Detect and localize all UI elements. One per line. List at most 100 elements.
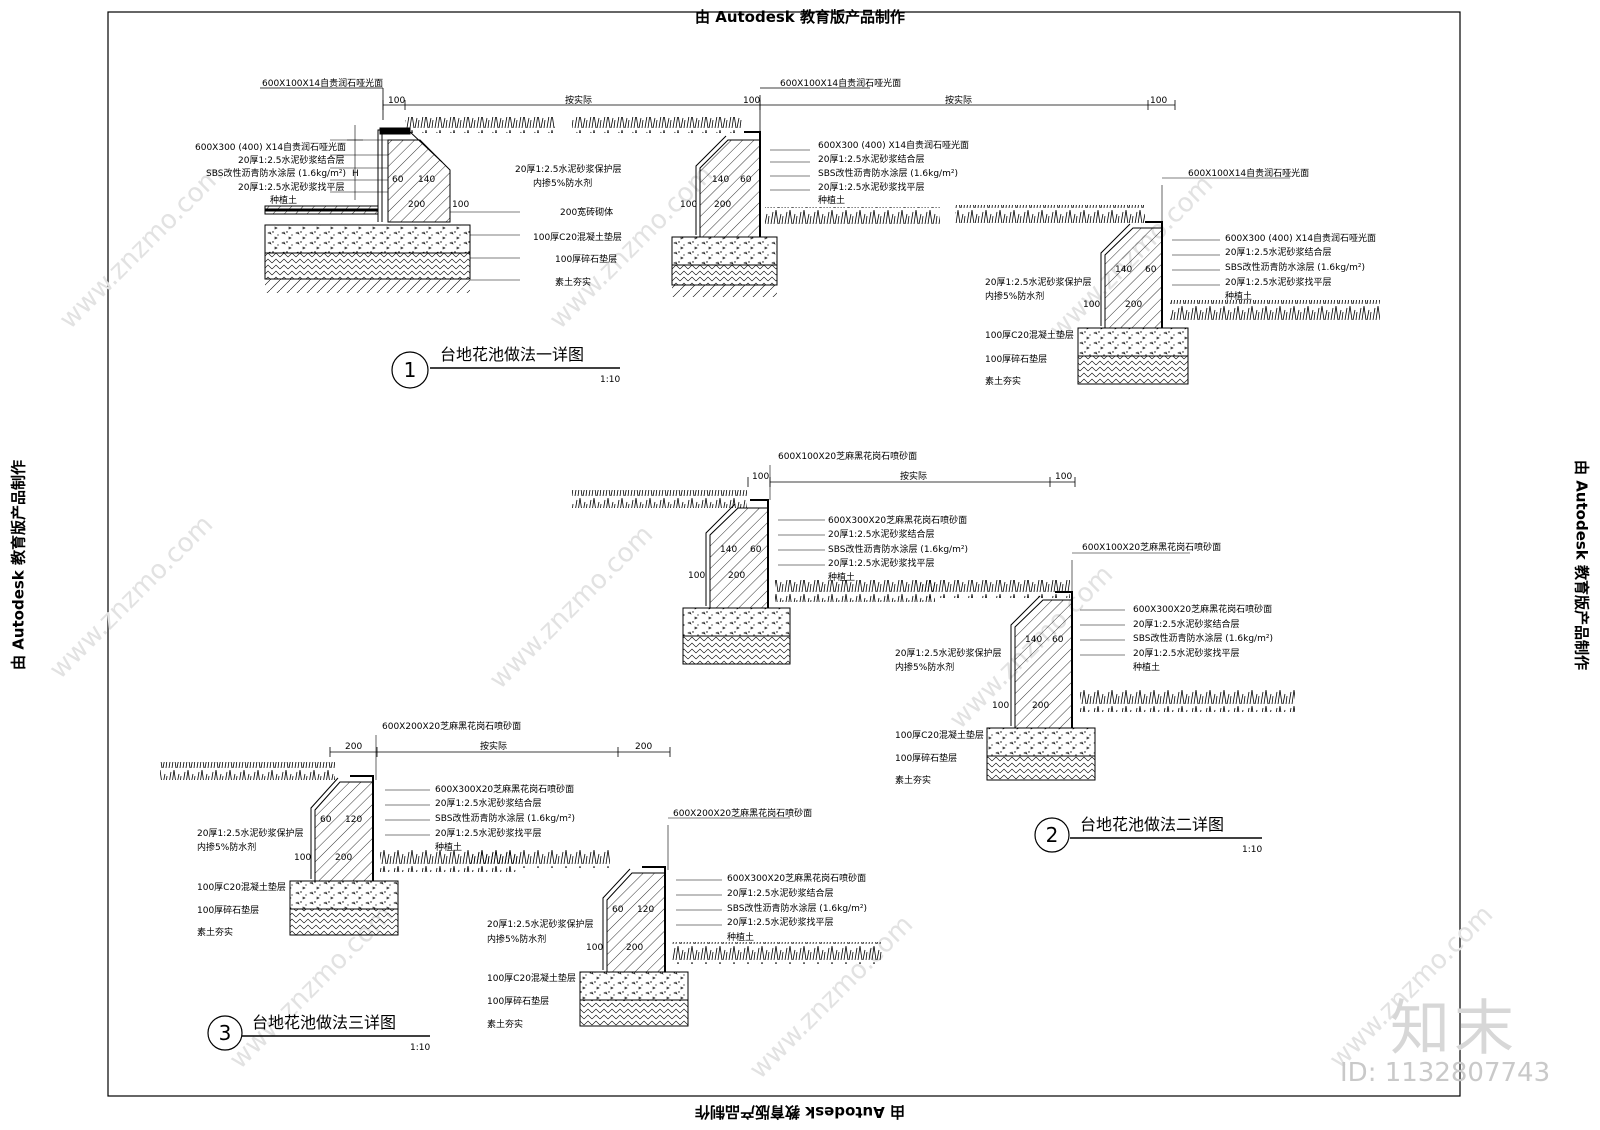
layer-label: 20厚1:2.5水泥砂浆找平层 <box>727 916 834 928</box>
layer-label: 内掺5%防水剂 <box>487 933 546 945</box>
layer-label: 种植土 <box>828 571 855 583</box>
base-label: 100厚碎石垫层 <box>555 253 617 265</box>
base-label: 素土夯实 <box>487 1018 523 1030</box>
layer-label: 20厚1:2.5水泥砂浆结合层 <box>435 797 542 809</box>
wall-dim: 200 <box>1032 701 1049 711</box>
detail-2-lower <box>920 552 1295 781</box>
wall-dim: 100 <box>294 853 311 863</box>
title-2: 2 台地花池做法二详图 1:10 <box>1034 815 1262 855</box>
layer-label: 600X300 (400) X14自贵润石哑光面 <box>1225 232 1376 244</box>
layer-label: 20厚1:2.5水泥砂浆保护层 <box>487 918 594 930</box>
layer-label: 种植土 <box>1225 290 1252 302</box>
layer-label: 20厚1:2.5水泥砂浆保护层 <box>895 647 1002 659</box>
layer-label: 内掺5%防水剂 <box>895 661 954 673</box>
layer-label: SBS改性沥青防水涂层 (1.6kg/m²) <box>828 543 968 555</box>
detail-1-right <box>955 177 1380 385</box>
detail-2-upper-labels: 600X100X20芝麻黑花岗石喷砂面 100 按实际 100 600X300X… <box>688 450 1072 583</box>
title-scale: 1:10 <box>410 1043 430 1053</box>
wall-dim: 100 <box>452 200 469 210</box>
layer-label: 20厚1:2.5水泥砂浆保护层 <box>515 163 622 175</box>
dim-width: 按实际 <box>565 94 592 106</box>
detail-1-mid <box>572 87 940 297</box>
wall-dim: 140 <box>712 175 729 185</box>
detail-3-right-labels: 600X200X20芝麻黑花岗石喷砂面 600X300X20芝麻黑花岗石喷砂面 … <box>487 807 867 1030</box>
title-number: 3 <box>219 1021 232 1045</box>
autodesk-stamp-bottom: 由 Autodesk 教育版产品制作 <box>694 1103 906 1121</box>
wall-dim: 140 <box>1025 635 1042 645</box>
layer-label: SBS改性沥青防水涂层 (1.6kg/m²) <box>1133 632 1273 644</box>
title-3: 3 台地花池做法三详图 1:10 <box>207 1013 430 1053</box>
cap-label: 600X100X14自贵润石哑光面 <box>1188 167 1309 179</box>
layer-label: 20厚1:2.5水泥砂浆找平层 <box>435 827 542 839</box>
wall-dim: 200 <box>408 200 425 210</box>
wall-dim: 60 <box>1052 635 1064 645</box>
detail-2-lower-labels: 600X100X20芝麻黑花岗石喷砂面 600X300X20芝麻黑花岗石喷砂面 … <box>895 541 1273 786</box>
wall-dim: 60 <box>740 175 752 185</box>
wall-dim: 100 <box>1083 300 1100 310</box>
layer-label: SBS改性沥青防水涂层 (1.6kg/m²) <box>727 902 867 914</box>
layer-label: 内掺5%防水剂 <box>985 290 1044 302</box>
wall-dim: 100 <box>586 943 603 953</box>
detail-1-left <box>260 87 1176 293</box>
layer-label: 20厚1:2.5水泥砂浆找平层 <box>818 181 925 193</box>
cap-label: 600X100X14自贵润石哑光面 <box>262 77 383 89</box>
layer-label: 20厚1:2.5水泥砂浆找平层 <box>828 557 935 569</box>
wall-dim: 140 <box>418 175 435 185</box>
base-label: 100厚C20混凝土垫层 <box>985 329 1074 341</box>
layer-label: 种植土 <box>270 194 297 206</box>
layer-label: 种植土 <box>727 931 754 943</box>
layer-label: 600X300 (400) X14自贵润石哑光面 <box>818 139 969 151</box>
layer-label: SBS改性沥青防水涂层 (1.6kg/m²) <box>206 167 346 179</box>
watermark-url: www.znzmo.com <box>484 520 659 695</box>
watermark-url: www.znzmo.com <box>54 160 229 335</box>
dim-100: 100 <box>388 96 405 106</box>
cap-label: 600X100X14自贵润石哑光面 <box>780 77 901 89</box>
base-label: 素土夯实 <box>895 774 931 786</box>
wall-dim: 200 <box>728 571 745 581</box>
wall-dim: 120 <box>345 815 362 825</box>
base-label: 100厚碎石垫层 <box>895 752 957 764</box>
detail-1-right-labels: 600X100X14自贵润石哑光面 600X300 (400) X14自贵润石哑… <box>985 167 1376 387</box>
watermark-id: ID: 1132807743 <box>1340 1058 1551 1088</box>
layer-label: 20厚1:2.5水泥砂浆保护层 <box>985 276 1092 288</box>
layer-label: 20厚1:2.5水泥砂浆结合层 <box>1133 618 1240 630</box>
layer-label: 种植土 <box>435 841 462 853</box>
detail-3-left <box>160 735 671 936</box>
wall-dim: 100 <box>992 701 1009 711</box>
wall-dim: 100 <box>688 571 705 581</box>
wall-dim: 60 <box>320 815 332 825</box>
layer-label: 20厚1:2.5水泥砂浆结合层 <box>238 154 345 166</box>
cap-label: 600X100X20芝麻黑花岗石喷砂面 <box>778 450 917 462</box>
wall-dim: 60 <box>750 545 762 555</box>
h-mark: H <box>352 169 359 179</box>
dim-100: 100 <box>1055 472 1072 482</box>
base-label: 100厚C20混凝土垫层 <box>197 881 286 893</box>
layer-label: 20厚1:2.5水泥砂浆结合层 <box>828 528 935 540</box>
watermark-url: www.znzmo.com <box>744 910 919 1085</box>
wall-dim: 200 <box>626 943 643 953</box>
title-text: 台地花池做法三详图 <box>252 1013 396 1032</box>
layer-label: 20厚1:2.5水泥砂浆找平层 <box>1133 647 1240 659</box>
base-label: 100厚C20混凝土垫层 <box>533 231 622 243</box>
title-number: 2 <box>1046 823 1059 847</box>
cap-label: 600X200X20芝麻黑花岗石喷砂面 <box>673 807 812 819</box>
cap-label: 600X200X20芝麻黑花岗石喷砂面 <box>382 720 521 732</box>
layer-label: 20厚1:2.5水泥砂浆结合层 <box>818 153 925 165</box>
wall-dim: 140 <box>720 545 737 555</box>
detail-2-upper <box>572 465 1076 665</box>
dim-100: 100 <box>1150 96 1167 106</box>
dim-200: 200 <box>635 742 652 752</box>
base-label: 100厚碎石垫层 <box>985 353 1047 365</box>
title-scale: 1:10 <box>600 375 620 385</box>
layer-label: 内掺5%防水剂 <box>533 177 592 189</box>
layer-label: SBS改性沥青防水涂层 (1.6kg/m²) <box>818 167 958 179</box>
layer-label: 20厚1:2.5水泥砂浆结合层 <box>727 887 834 899</box>
base-label: 素土夯实 <box>985 375 1021 387</box>
wall-dim: 60 <box>612 905 624 915</box>
dim-width: 按实际 <box>945 94 972 106</box>
base-label: 素土夯实 <box>197 926 233 938</box>
layer-label: 600X300X20芝麻黑花岗石喷砂面 <box>435 783 574 795</box>
detail-3-left-labels: 600X200X20芝麻黑花岗石喷砂面 200 按实际 200 600X300X… <box>197 720 652 938</box>
wall-dim: 200 <box>714 200 731 210</box>
wall-dim: 100 <box>680 200 697 210</box>
